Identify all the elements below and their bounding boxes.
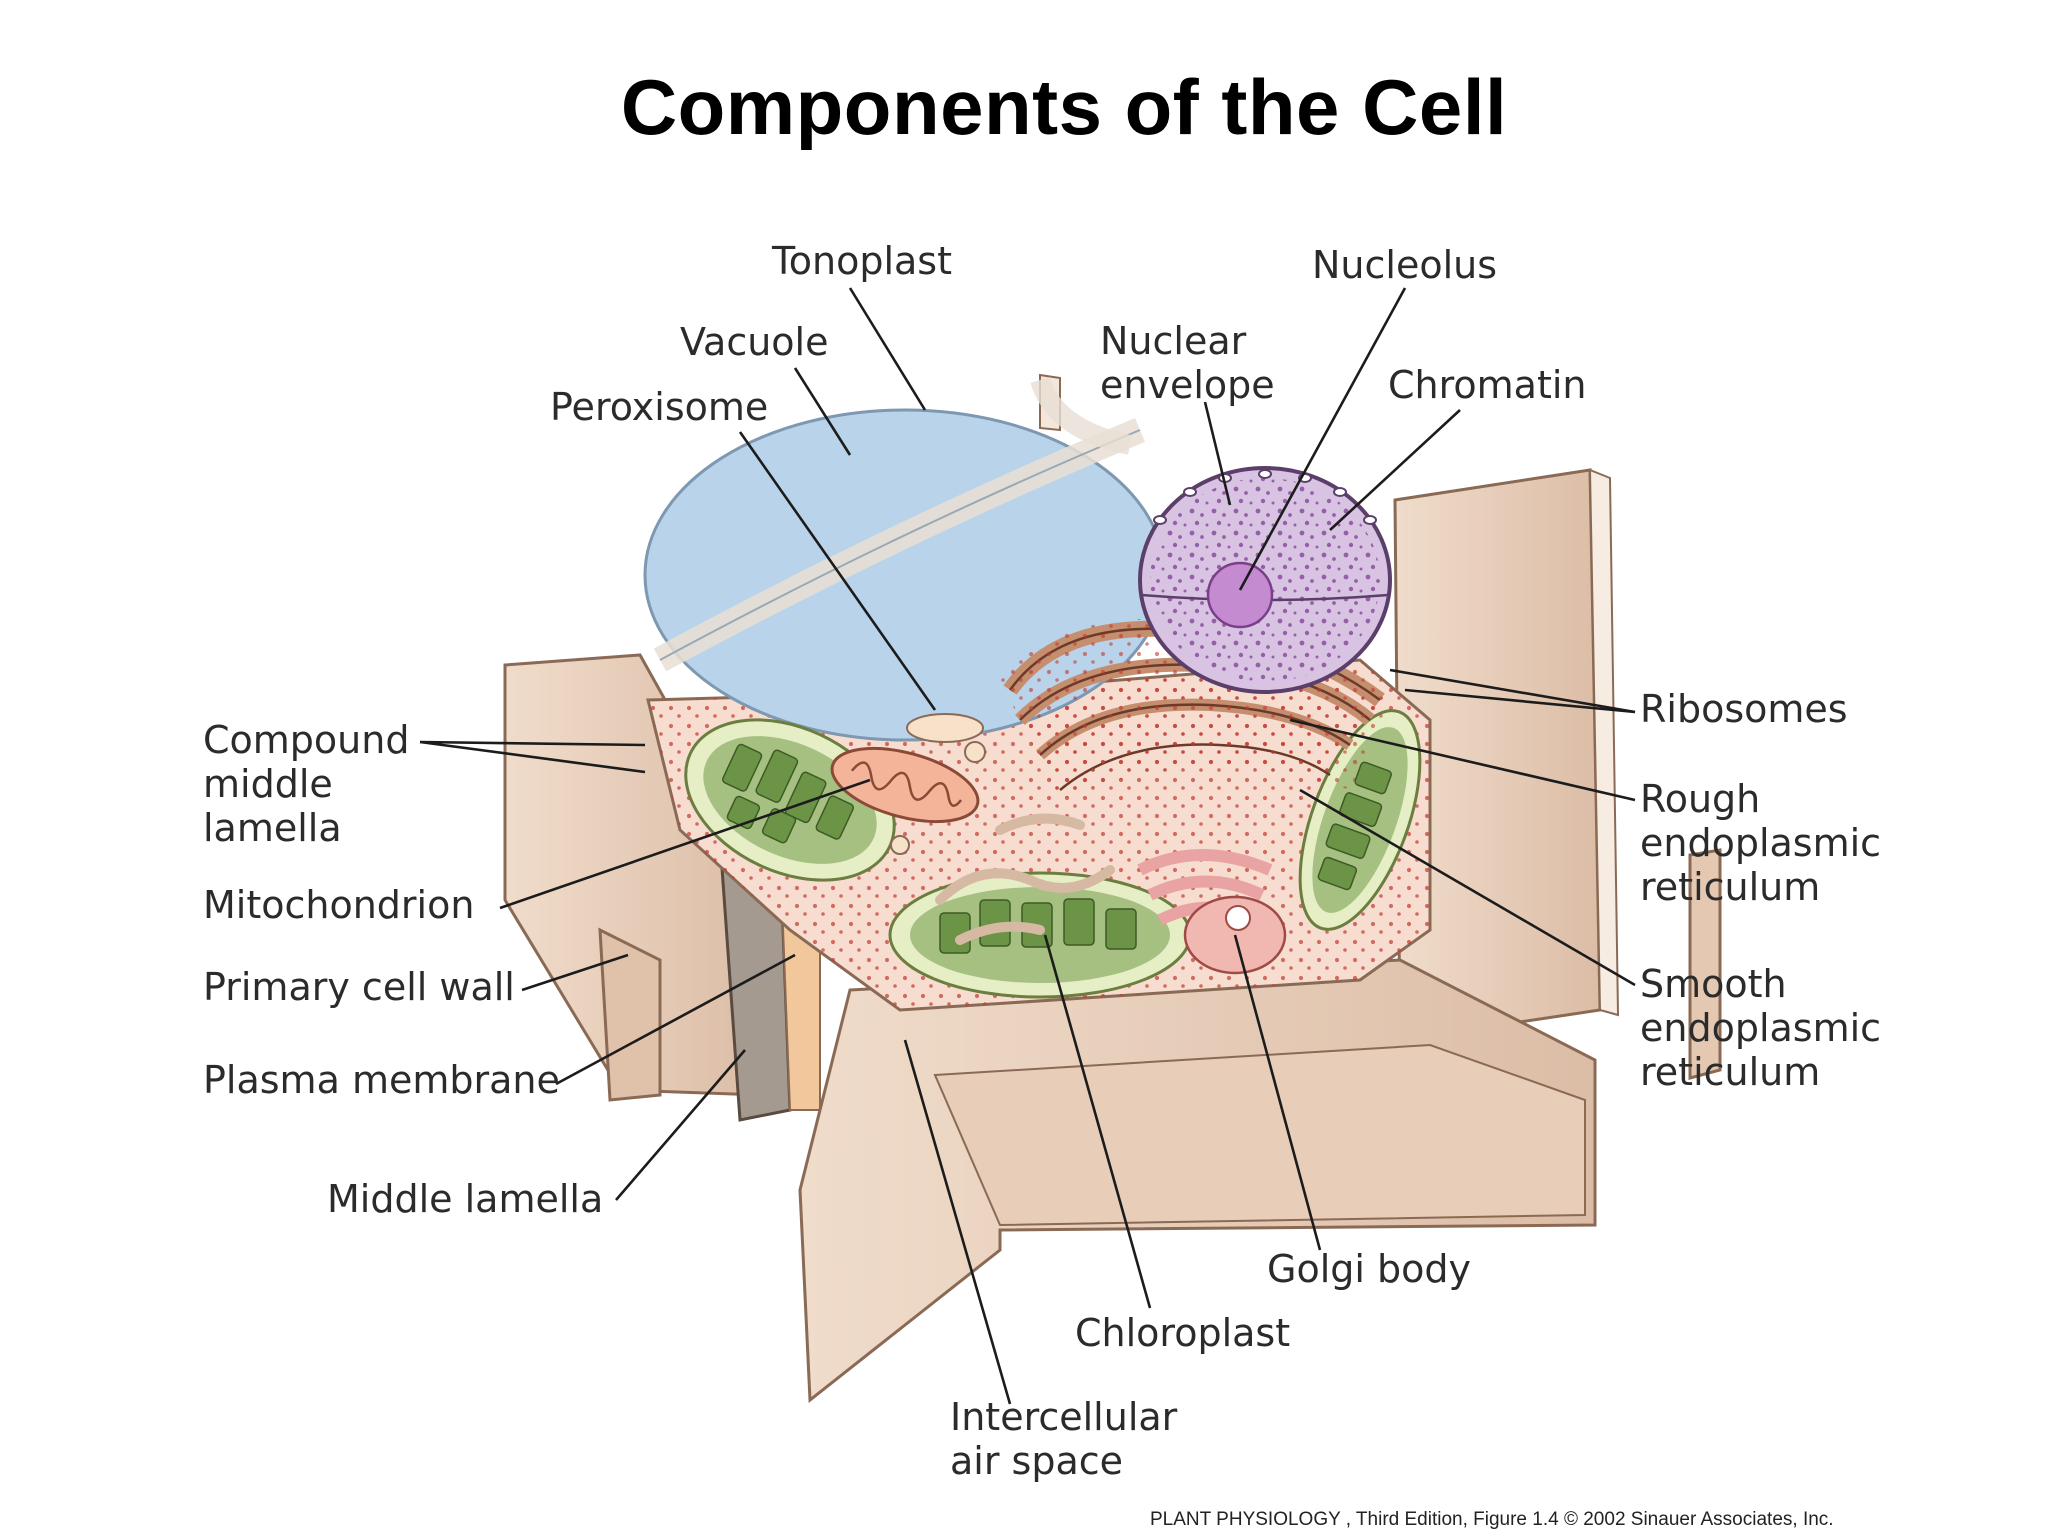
label-rough-er-3: reticulum [1640,865,1820,909]
label-intercellular-air-space-2: air space [950,1439,1123,1483]
label-mitochondrion: Mitochondrion [203,883,474,927]
label-golgi-body: Golgi body [1267,1247,1471,1291]
nucleus-shape [1138,466,1392,694]
label-chromatin: Chromatin [1388,363,1587,407]
label-chloroplast: Chloroplast [1075,1311,1290,1355]
label-primary-cell-wall: Primary cell wall [203,965,515,1009]
mitochondrion-shape [830,747,980,823]
cell-wall-front [798,958,1597,1403]
label-nucleolus: Nucleolus [1312,243,1497,287]
leader-lines [419,287,1636,1405]
figure-credit: PLANT PHYSIOLOGY , Third Edition, Figure… [1150,1509,1834,1530]
label-compound-middle-lamella-2: middle [203,762,333,806]
label-rough-er-2: endoplasmic [1640,821,1881,865]
labels: Tonoplast Vacuole Peroxisome Nucleolus N… [203,239,1881,1483]
label-rough-er-1: Rough [1640,777,1760,821]
label-vacuole: Vacuole [680,320,829,364]
peroxisome-shape [890,713,986,855]
label-tonoplast: Tonoplast [771,239,952,283]
label-compound-middle-lamella-1: Compound [203,718,409,762]
label-intercellular-air-space-1: Intercellular [950,1395,1178,1439]
smooth-er-shape [935,813,1115,945]
label-ribosomes: Ribosomes [1640,687,1848,731]
page-title: Components of the Cell [620,63,1508,151]
label-smooth-er-3: reticulum [1640,1050,1820,1094]
label-peroxisome: Peroxisome [550,385,768,429]
label-smooth-er-1: Smooth [1640,962,1787,1006]
label-nuclear-envelope-2: envelope [1100,363,1275,407]
label-compound-middle-lamella-3: lamella [203,806,342,850]
label-plasma-membrane: Plasma membrane [203,1058,560,1102]
label-smooth-er-2: endoplasmic [1640,1006,1881,1050]
label-middle-lamella: Middle lamella [327,1177,603,1221]
label-nuclear-envelope-1: Nuclear [1100,319,1247,363]
